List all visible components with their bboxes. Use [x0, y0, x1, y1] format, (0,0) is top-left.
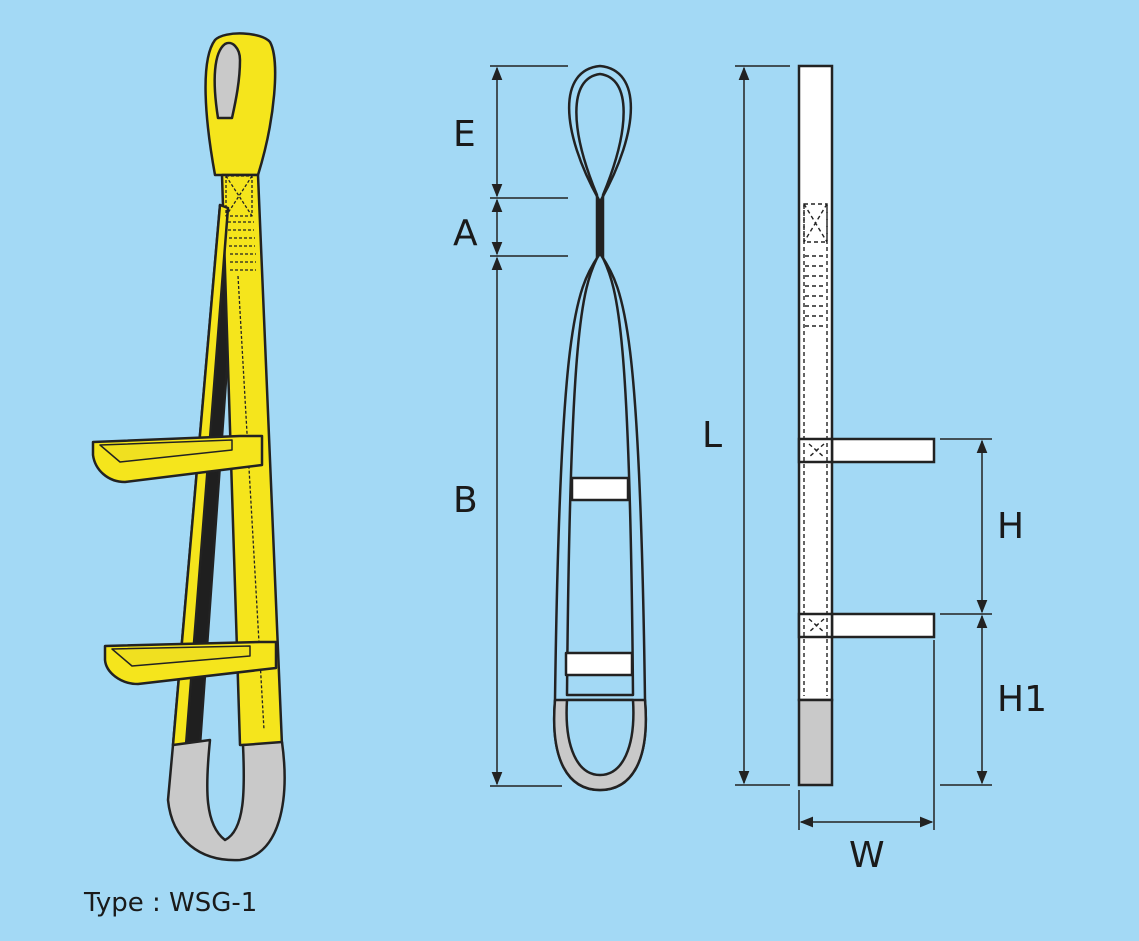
label-L: L [702, 415, 722, 456]
sling-3d-illustration [91, 32, 286, 862]
label-A: A [453, 213, 478, 254]
sling-front-view [552, 64, 648, 792]
label-H1: H1 [997, 679, 1047, 720]
upper-step-inner [99, 439, 233, 463]
front-step-upper [570, 476, 630, 502]
loop-outer [552, 64, 648, 792]
side-step-lower [830, 612, 936, 639]
loop-sleeve-inner [565, 698, 635, 777]
top-eye-inner [213, 41, 242, 120]
dimension-lines-middle [490, 65, 568, 787]
side-step-upper [830, 437, 936, 464]
side-stitching [803, 203, 828, 696]
side-sleeve [797, 698, 834, 787]
label-B: B [453, 480, 478, 521]
sling-side-view [797, 64, 936, 787]
label-W: W [849, 835, 885, 876]
dimension-lines-right [735, 65, 992, 830]
lower-step-inner [111, 645, 251, 667]
type-caption: Type : WSG-1 [83, 888, 257, 918]
stitch-box-top [225, 175, 265, 731]
front-step-lower [564, 651, 634, 677]
label-E: E [453, 114, 476, 155]
label-H: H [997, 506, 1024, 547]
loop-inner [565, 72, 635, 697]
bottom-sleeve [166, 738, 286, 862]
